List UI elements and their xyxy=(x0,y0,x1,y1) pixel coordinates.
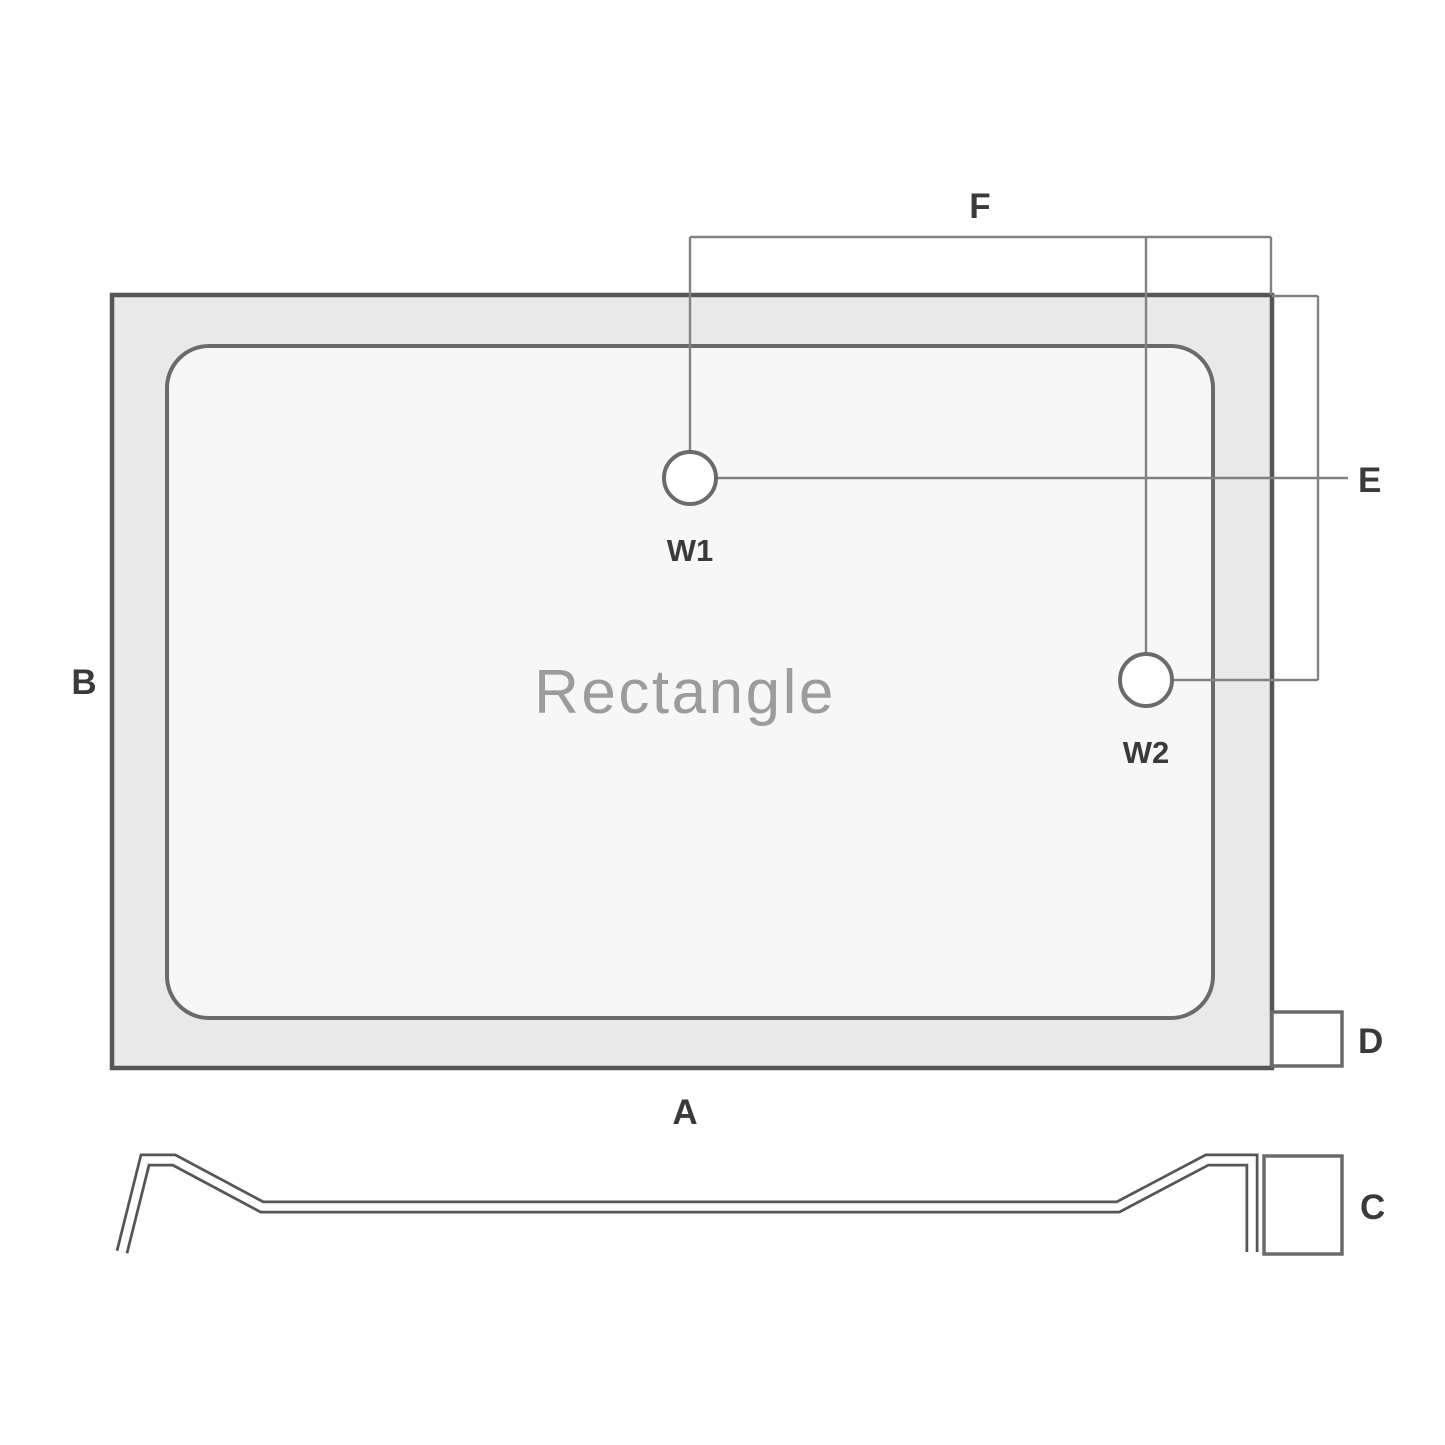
d-detail-box xyxy=(1270,1010,1344,1068)
dim-label-c: C xyxy=(1360,1188,1385,1227)
dim-label-a: A xyxy=(672,1093,697,1132)
profile-outline-inner xyxy=(118,1156,1256,1253)
plan-view: Rectangle W1 W2 F E B A D xyxy=(71,187,1383,1132)
side-profile-view: C xyxy=(115,1153,1385,1256)
dim-label-d: D xyxy=(1358,1022,1383,1061)
dim-label-e: E xyxy=(1358,461,1381,500)
waste-w2-label: W2 xyxy=(1123,735,1170,770)
c-detail-box xyxy=(1262,1154,1344,1256)
dim-label-b: B xyxy=(71,663,96,702)
waste-w1-circle xyxy=(662,450,718,506)
tray-shape-label: Rectangle xyxy=(534,658,836,727)
waste-w2-circle xyxy=(1118,652,1174,708)
dim-label-f: F xyxy=(969,187,990,226)
waste-w1-label: W1 xyxy=(667,533,714,568)
